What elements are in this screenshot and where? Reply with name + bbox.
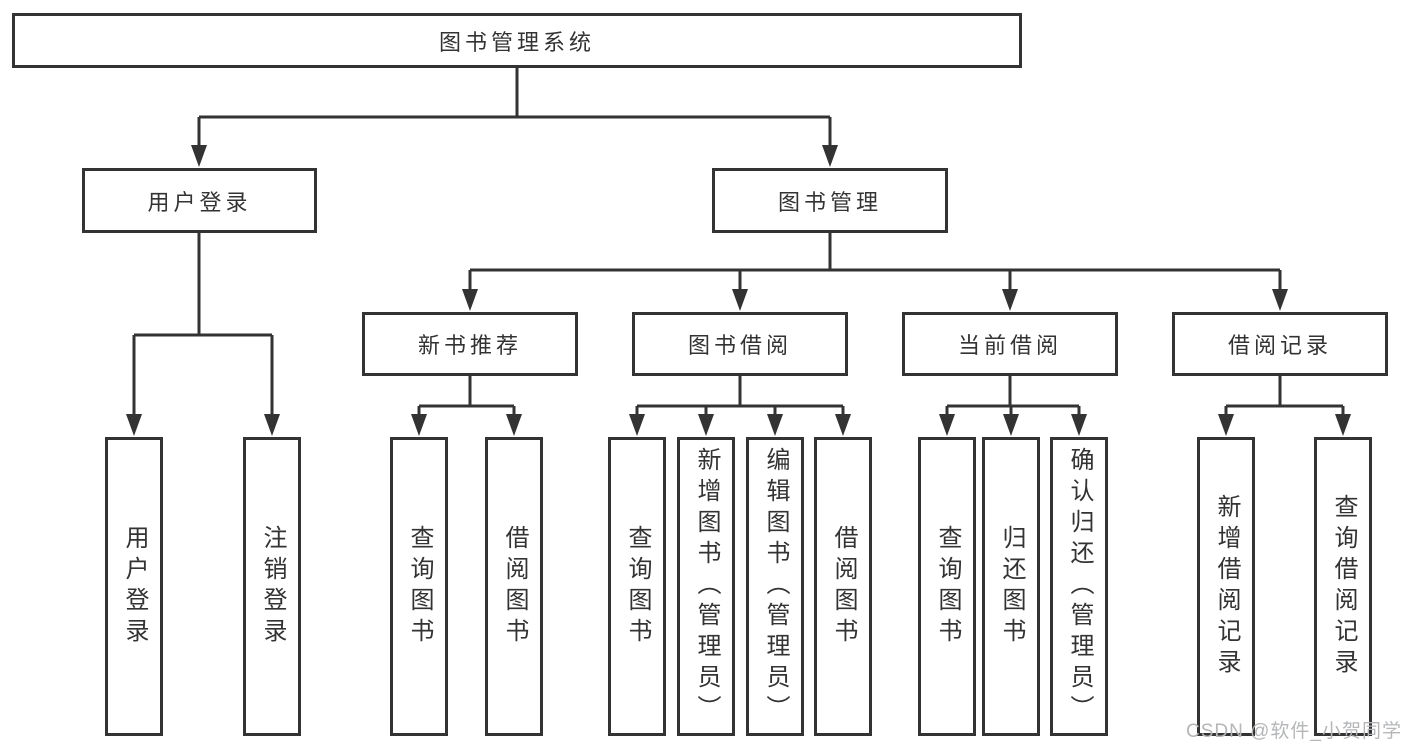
leaf-borrow-books: 借阅图书 [814, 437, 872, 736]
leaf-logout-login: 注销登录 [243, 437, 301, 736]
node-root: 图书管理系统 [12, 13, 1022, 68]
leaf-add-borrow-record: 新增借阅记录 [1197, 437, 1255, 736]
leaf-query-books-borrowing: 查询图书 [608, 437, 666, 736]
leaf-add-books-admin: 新增图书（管理员） [677, 437, 735, 736]
node-borrowing-records: 借阅记录 [1172, 312, 1388, 376]
node-user-login: 用户登录 [82, 168, 317, 233]
node-current-borrowing: 当前借阅 [902, 312, 1118, 376]
node-new-book-recommend: 新书推荐 [362, 312, 578, 376]
leaf-query-books-recommend: 查询图书 [390, 437, 448, 736]
node-book-management: 图书管理 [712, 168, 948, 233]
leaf-query-books-current: 查询图书 [918, 437, 976, 736]
leaf-confirm-return-admin: 确认归还（管理员） [1050, 437, 1108, 736]
leaf-borrow-books-recommend: 借阅图书 [485, 437, 543, 736]
leaf-return-books: 归还图书 [982, 437, 1040, 736]
leaf-query-borrow-record: 查询借阅记录 [1314, 437, 1372, 736]
csdn-watermark: CSDN @软件_小贺同学 [1186, 721, 1402, 742]
leaf-user-login: 用户登录 [105, 437, 163, 736]
node-book-borrowing: 图书借阅 [632, 312, 848, 376]
leaf-edit-books-admin: 编辑图书（管理员） [746, 437, 804, 736]
